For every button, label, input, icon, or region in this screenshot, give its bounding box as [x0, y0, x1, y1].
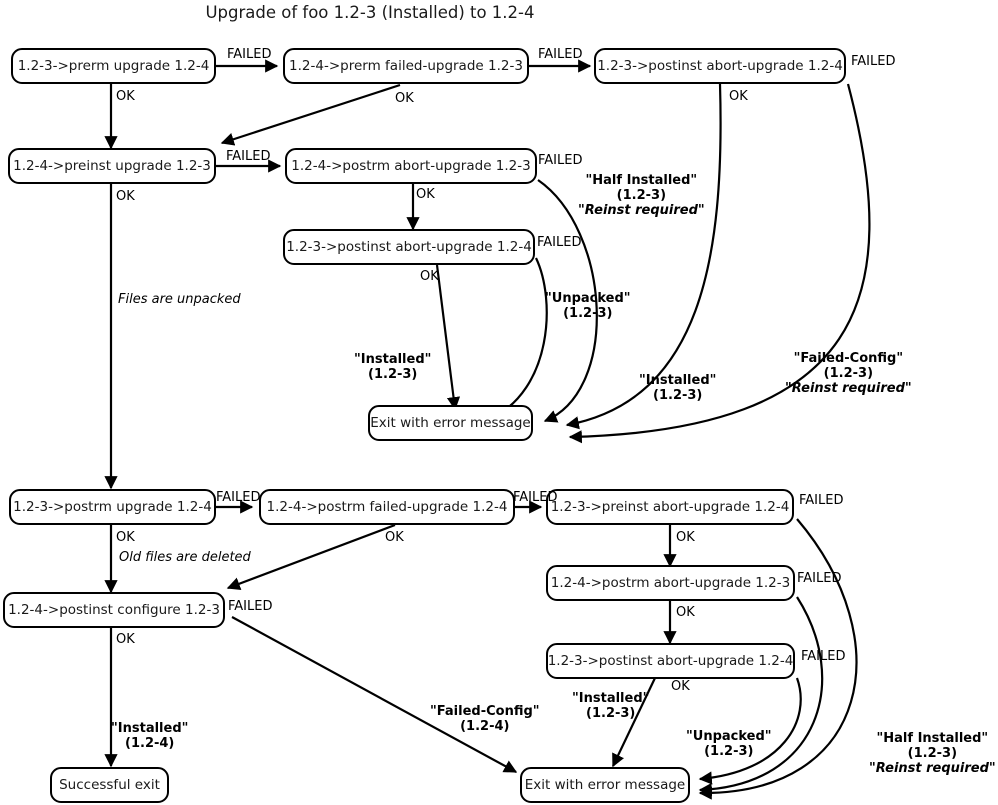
state-line-2: (1.2-3): [368, 366, 418, 382]
edge-label-failed-5: FAILED: [538, 153, 583, 168]
state-label-failed-config-mid: "Failed-Config" (1.2-3) "Reinst required…: [785, 351, 912, 397]
state-label-half-installed-bot: "Half Installed" (1.2-3) "Reinst require…: [869, 731, 996, 777]
state-line-2: (1.2-3): [586, 705, 636, 721]
edge-label-failed-12: FAILED: [801, 649, 846, 664]
edge-label-ok-11: OK: [671, 679, 690, 694]
node-label: 1.2-4->postrm abort-upgrade 1.2-3: [291, 158, 531, 174]
state-line-2: (1.2-3): [563, 305, 613, 321]
node-label: 1.2-4->postinst configure 1.2-3: [8, 602, 220, 618]
node-label: 1.2-3->postrm upgrade 1.2-4: [13, 499, 212, 515]
node-postinst-abort-upgrade-bot[interactable]: 1.2-3->postinst abort-upgrade 1.2-4: [546, 643, 795, 679]
edge-label-failed-1: FAILED: [227, 47, 272, 62]
state-line-1: "Half Installed": [876, 731, 989, 746]
node-postrm-upgrade[interactable]: 1.2-3->postrm upgrade 1.2-4: [9, 489, 216, 525]
state-line-1: "Installed": [639, 373, 717, 388]
state-line-2: (1.2-3): [907, 745, 958, 761]
edge-label-failed-10: FAILED: [228, 599, 273, 614]
node-exit-error-bot[interactable]: Exit with error message: [520, 767, 690, 803]
node-label: Exit with error message: [524, 777, 686, 793]
edge-label-ok-8: OK: [385, 530, 404, 545]
node-label: 1.2-3->prerm upgrade 1.2-4: [17, 58, 210, 74]
node-postrm-failed-upgrade[interactable]: 1.2-4->postrm failed-upgrade 1.2-4: [259, 489, 515, 525]
node-prerm-failed-upgrade[interactable]: 1.2-4->prerm failed-upgrade 1.2-3: [283, 48, 529, 84]
state-label-installed-mid-left: "Installed" (1.2-3): [354, 352, 432, 383]
edge-label-ok-9: OK: [676, 530, 695, 545]
edge-label-ok-2: OK: [395, 91, 414, 106]
edge-label-ok-3: OK: [729, 89, 748, 104]
node-postrm-abort-upgrade-mid[interactable]: 1.2-4->postrm abort-upgrade 1.2-3: [285, 148, 537, 184]
state-line-3: "Reinst required": [578, 202, 705, 218]
state-label-installed-bot: "Installed" (1.2-3): [572, 691, 650, 722]
node-label: 1.2-4->prerm failed-upgrade 1.2-3: [289, 58, 523, 74]
node-successful-exit[interactable]: Successful exit: [50, 767, 169, 803]
edge-label-failed-4: FAILED: [226, 149, 271, 164]
page-title: Upgrade of foo 1.2-3 (Installed) to 1.2-…: [205, 3, 535, 22]
node-label: 1.2-3->preinst abort-upgrade 1.2-4: [550, 499, 790, 515]
node-label: 1.2-4->postrm failed-upgrade 1.2-4: [266, 499, 508, 515]
node-label: 1.2-3->postinst abort-upgrade 1.2-4: [597, 58, 843, 74]
edge-label-failed-6: FAILED: [537, 235, 582, 250]
edge-label-files-unpacked: Files are unpacked: [118, 292, 241, 307]
edge-label-failed-2: FAILED: [538, 47, 583, 62]
edge-label-ok-5: OK: [416, 187, 435, 202]
state-line-2: (1.2-3): [616, 187, 667, 203]
edge-label-failed-9: FAILED: [799, 493, 844, 508]
state-line-2: (1.2-3): [653, 387, 703, 403]
edge-label-ok-4: OK: [116, 189, 135, 204]
state-label-failed-config-bot: "Failed-Config" (1.2-4): [430, 704, 540, 735]
state-line-2: (1.2-3): [704, 743, 754, 759]
node-label: Exit with error message: [370, 415, 531, 431]
node-postinst-abort-upgrade-mid[interactable]: 1.2-3->postinst abort-upgrade 1.2-4: [283, 229, 535, 265]
state-line-2: (1.2-4): [125, 735, 175, 751]
node-preinst-upgrade[interactable]: 1.2-4->preinst upgrade 1.2-3: [8, 148, 216, 184]
state-line-1: "Failed-Config": [430, 704, 540, 719]
edge-label-ok-1: OK: [116, 89, 135, 104]
edge-label-ok-6: OK: [420, 269, 439, 284]
state-line-1: "Installed": [111, 721, 189, 736]
node-label: 1.2-3->postinst abort-upgrade 1.2-4: [547, 653, 794, 669]
node-postinst-abort-upgrade-top[interactable]: 1.2-3->postinst abort-upgrade 1.2-4: [594, 48, 846, 84]
node-postrm-abort-upgrade-bot[interactable]: 1.2-4->postrm abort-upgrade 1.2-3: [546, 565, 795, 601]
node-preinst-abort-upgrade[interactable]: 1.2-3->preinst abort-upgrade 1.2-4: [546, 489, 794, 525]
state-line-2: (1.2-3): [823, 365, 874, 381]
state-label-half-installed-mid: "Half Installed" (1.2-3) "Reinst require…: [578, 173, 705, 219]
state-line-1: "Unpacked": [686, 729, 772, 744]
node-label: 1.2-4->postrm abort-upgrade 1.2-3: [550, 575, 791, 591]
edge-label-ok-7: OK: [116, 530, 135, 545]
node-label: 1.2-3->postinst abort-upgrade 1.2-4: [286, 239, 532, 255]
state-label-installed-final: "Installed" (1.2-4): [111, 721, 189, 752]
edge-label-ok-12: OK: [116, 632, 135, 647]
edge-label-failed-3: FAILED: [851, 54, 896, 69]
state-line-1: "Unpacked": [545, 291, 631, 306]
state-line-1: "Half Installed": [585, 173, 698, 188]
edge-label-old-files-deleted: Old files are deleted: [119, 550, 251, 565]
node-prerm-upgrade[interactable]: 1.2-3->prerm upgrade 1.2-4: [11, 48, 216, 84]
state-line-3: "Reinst required": [869, 760, 996, 776]
state-line-3: "Reinst required": [785, 380, 912, 396]
state-line-1: "Failed-Config": [793, 351, 904, 366]
state-line-1: "Installed": [354, 352, 432, 367]
edge-label-failed-11: FAILED: [797, 571, 842, 586]
state-line-1: "Installed": [572, 691, 650, 706]
edge-label-ok-10: OK: [676, 605, 695, 620]
node-label: 1.2-4->preinst upgrade 1.2-3: [13, 158, 211, 174]
state-label-unpacked-mid: "Unpacked" (1.2-3): [545, 291, 631, 322]
node-postinst-configure[interactable]: 1.2-4->postinst configure 1.2-3: [3, 592, 225, 628]
state-label-unpacked-bot: "Unpacked" (1.2-3): [686, 729, 772, 760]
node-label: Successful exit: [59, 777, 160, 793]
edge-label-failed-8: FAILED: [513, 490, 558, 505]
state-line-2: (1.2-4): [460, 718, 510, 734]
state-label-installed-mid-right: "Installed" (1.2-3): [639, 373, 717, 404]
node-exit-error-mid[interactable]: Exit with error message: [368, 405, 533, 441]
edge-label-failed-7: FAILED: [216, 490, 261, 505]
